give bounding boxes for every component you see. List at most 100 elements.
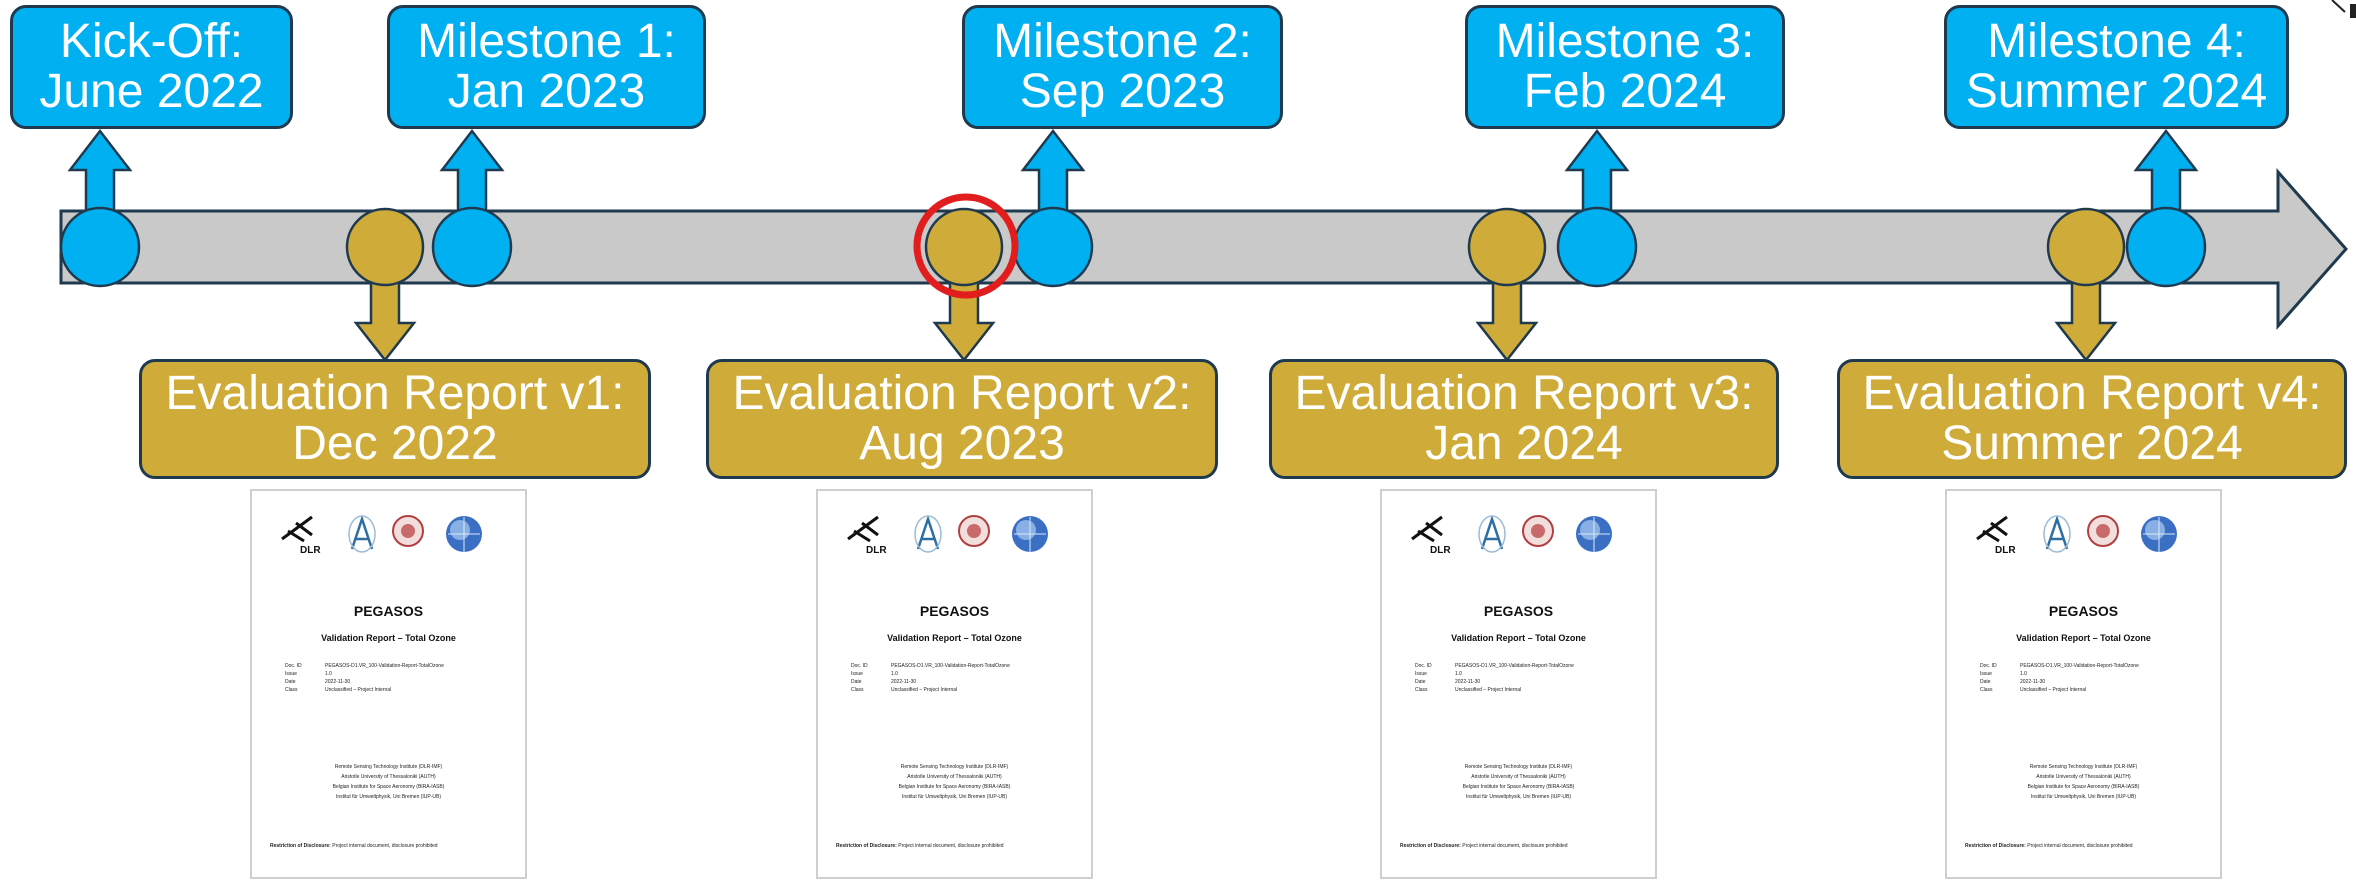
metadata-key: Doc. ID	[285, 663, 302, 669]
iup-globe-logo-icon	[1576, 516, 1612, 552]
metadata-key: Issue	[285, 671, 297, 677]
metadata-key: Issue	[1980, 671, 1992, 677]
milestone-date: Summer 2024	[1965, 65, 2268, 118]
institution-list: Remote Sensing Technology Institute (DLR…	[818, 762, 1091, 802]
edge-fragment	[2350, 4, 2356, 18]
report-cover-thumbnail: DLR PEGASOS Validation Report – Total Oz…	[816, 489, 1093, 879]
institution-name: Belgian Institute for Space Aeronomy (BI…	[2027, 784, 2140, 790]
milestone-box-2: Milestone 2: Sep 2023	[962, 5, 1283, 129]
disclosure-label: Restriction of Disclosure:	[270, 843, 331, 849]
metadata-value: Unclassified – Project Internal	[1455, 687, 1522, 693]
report-box-v2: Evaluation Report v2: Aug 2023	[706, 359, 1218, 479]
institution-list: Remote Sensing Technology Institute (DLR…	[252, 762, 525, 802]
metadata-key: Date	[1415, 679, 1426, 685]
edge-fragment	[2331, 0, 2346, 13]
report-label: Evaluation Report v2:	[732, 367, 1192, 420]
metadata-row: Date 2022-11-30	[1980, 678, 2139, 686]
metadata-value: 1.0	[891, 671, 898, 677]
institution-name: Institut für Umweltphysik, Uni Bremen (I…	[901, 794, 1008, 800]
institution-name: Belgian Institute for Space Aeronomy (BI…	[898, 784, 1011, 790]
partner-logos: DLR	[1411, 515, 1612, 555]
metadata-key: Class	[1980, 687, 1993, 693]
metadata-value: Unclassified – Project Internal	[891, 687, 958, 693]
metadata-key: Class	[1415, 687, 1428, 693]
milestone-marker	[431, 206, 513, 288]
metadata-key: Class	[285, 687, 298, 693]
iup-globe-logo-icon	[446, 516, 482, 552]
university-logo-icon	[2043, 515, 2071, 553]
report-marker	[924, 207, 1004, 287]
institution-name: Belgian Institute for Space Aeronomy (BI…	[1462, 784, 1575, 790]
metadata-key: Date	[1980, 679, 1991, 685]
milestone-connector-arrow	[67, 128, 133, 214]
metadata-row: Issue 1.0	[851, 670, 1010, 678]
dlr-logo-icon: DLR	[1976, 515, 2016, 555]
report-box-v3: Evaluation Report v3: Jan 2024	[1269, 359, 1779, 479]
dlr-logo-icon: DLR	[847, 515, 887, 555]
disclosure-notice: Restriction of Disclosure: Project inter…	[1965, 843, 2133, 849]
report-box-v1: Evaluation Report v1: Dec 2022	[139, 359, 651, 479]
disclosure-text: Project internal document, disclosure pr…	[898, 843, 1004, 849]
institution-name: Remote Sensing Technology Institute (DLR…	[2029, 764, 2138, 770]
report-label: Evaluation Report v4:	[1862, 367, 2322, 420]
disclosure-label: Restriction of Disclosure:	[1965, 843, 2026, 849]
metadata-value: PEGASOS-D1.VR_100-Validation-Report-Tota…	[1455, 663, 1574, 669]
institution-name: Institut für Umweltphysik, Uni Bremen (I…	[1465, 794, 1572, 800]
svg-text:DLR: DLR	[300, 545, 321, 555]
report-marker	[345, 207, 425, 287]
metadata-value: 2022-11-30	[325, 679, 351, 685]
metadata-value: PEGASOS-D1.VR_100-Validation-Report-Tota…	[2020, 663, 2139, 669]
bira-logo-icon	[2087, 515, 2119, 547]
dlr-logo-icon: DLR	[281, 515, 321, 555]
university-logo-icon	[1478, 515, 1506, 553]
institution-name: Institut für Umweltphysik, Uni Bremen (I…	[335, 794, 442, 800]
metadata-key: Issue	[851, 671, 863, 677]
milestone-label: Kick-Off:	[59, 15, 244, 68]
metadata-row: Class Unclassified – Project Internal	[851, 686, 1010, 694]
report-label: Evaluation Report v1:	[165, 367, 625, 420]
document-title: PEGASOS	[919, 603, 990, 619]
report-date: Dec 2022	[292, 417, 498, 470]
metadata-key: Date	[285, 679, 296, 685]
milestone-connector-arrow	[1020, 128, 1086, 214]
institution-name: Remote Sensing Technology Institute (DLR…	[334, 764, 443, 770]
document-subtitle: Validation Report – Total Ozone	[1451, 633, 1586, 643]
metadata-value: 2022-11-30	[2020, 679, 2046, 685]
metadata-key: Doc. ID	[851, 663, 868, 669]
metadata-value: 1.0	[1455, 671, 1462, 677]
svg-text:DLR: DLR	[1995, 545, 2016, 555]
milestone-label: Milestone 2:	[993, 15, 1252, 68]
disclosure-text: Project internal document, disclosure pr…	[2027, 843, 2133, 849]
institution-name: Remote Sensing Technology Institute (DLR…	[900, 764, 1009, 770]
report-cover-thumbnail: DLR PEGASOS Validation Report – Total Oz…	[1380, 489, 1657, 879]
institution-name: Aristotle University of Thessaloniki (AU…	[341, 774, 436, 780]
metadata-value: 2022-11-30	[891, 679, 917, 685]
metadata-key: Class	[851, 687, 864, 693]
milestone-marker	[1012, 206, 1094, 288]
report-connector-arrow	[2054, 280, 2118, 363]
document-subtitle: Validation Report – Total Ozone	[2016, 633, 2151, 643]
document-subtitle: Validation Report – Total Ozone	[321, 633, 456, 643]
disclosure-notice: Restriction of Disclosure: Project inter…	[836, 843, 1004, 849]
current-position-highlight	[913, 193, 1019, 299]
milestone-box-4: Milestone 4: Summer 2024	[1944, 5, 2289, 129]
bira-logo-icon	[392, 515, 424, 547]
report-connector-arrow	[1475, 280, 1539, 363]
partner-logos: DLR	[847, 515, 1048, 555]
svg-text:DLR: DLR	[866, 545, 887, 555]
milestone-date: Sep 2023	[1019, 65, 1226, 118]
milestone-date: June 2022	[39, 65, 264, 118]
document-title: PEGASOS	[2048, 603, 2119, 619]
report-cover-thumbnail: DLR PEGASOS Validation Report – Total Oz…	[1945, 489, 2222, 879]
